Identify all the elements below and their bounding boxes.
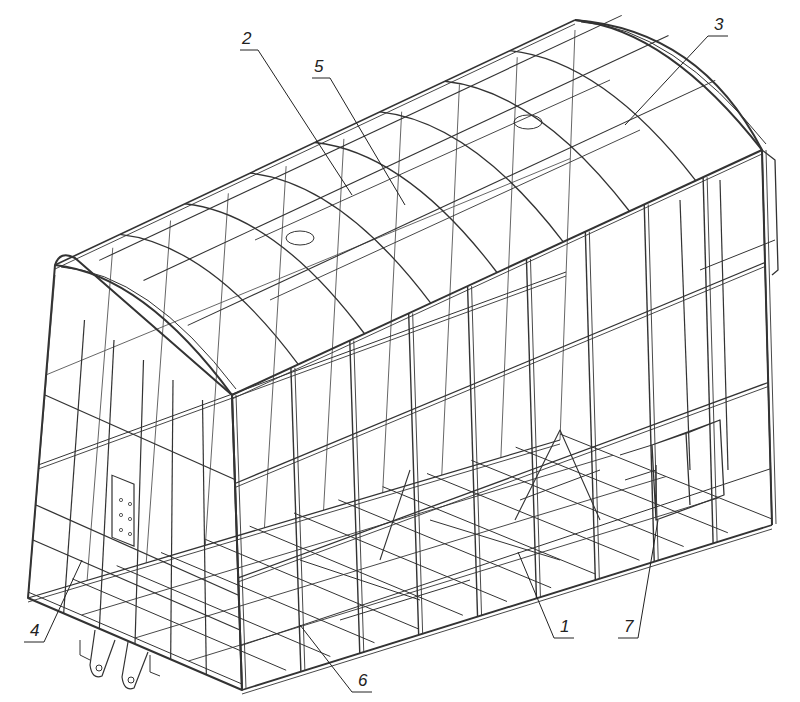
step-box xyxy=(652,420,724,520)
frame-member xyxy=(242,529,772,694)
leader-line xyxy=(352,692,372,693)
bolt-hole xyxy=(128,517,131,520)
leader-line xyxy=(708,36,728,37)
bolt-hole xyxy=(119,528,122,531)
frame-member xyxy=(300,470,600,620)
frame-member xyxy=(146,221,170,563)
frame-member xyxy=(720,180,728,470)
frame-member xyxy=(510,51,696,181)
frame-member xyxy=(680,200,690,470)
leader-line xyxy=(44,560,82,642)
leader-line xyxy=(300,625,352,692)
bolt-hole xyxy=(119,498,122,501)
frame-member xyxy=(575,20,762,150)
leader-line xyxy=(24,642,44,643)
mounting-plate xyxy=(112,475,134,546)
leader-line xyxy=(625,36,708,125)
frame-member xyxy=(171,380,173,659)
frame-member xyxy=(135,360,144,644)
frame-member xyxy=(442,84,460,475)
frame-member xyxy=(238,387,768,582)
tow-bracket xyxy=(90,630,115,677)
leader-line xyxy=(258,50,352,195)
leader-line xyxy=(330,78,405,205)
frame-member xyxy=(762,150,778,275)
tow-eye xyxy=(96,665,102,671)
frame-member xyxy=(235,267,765,488)
leader-line xyxy=(240,50,258,51)
frame-member xyxy=(380,112,563,242)
frame-member xyxy=(39,276,566,469)
frame-member xyxy=(445,81,630,211)
callout-number: 2 xyxy=(240,30,253,48)
callout-number: 4 xyxy=(28,622,41,640)
bolt-hole xyxy=(128,502,131,505)
leader-line xyxy=(554,638,574,639)
frame-member xyxy=(64,320,85,613)
frame-member xyxy=(575,20,772,525)
frame-member xyxy=(203,400,207,675)
frame-member xyxy=(620,445,656,480)
frame-member xyxy=(188,80,716,325)
callout-number: 5 xyxy=(312,58,325,76)
frame-member xyxy=(46,159,570,375)
frame-member xyxy=(80,640,160,676)
frame-member xyxy=(55,20,575,265)
frame-member xyxy=(238,383,768,578)
leader-line xyxy=(618,638,638,639)
callout-number: 3 xyxy=(712,16,725,34)
leader-line xyxy=(638,520,658,638)
leader-line xyxy=(518,552,554,638)
frame-member xyxy=(135,477,666,639)
frame-member xyxy=(241,469,771,646)
frame-member xyxy=(28,255,242,690)
callout-number: 1 xyxy=(558,618,571,636)
frame-member xyxy=(39,272,566,465)
frame-member xyxy=(581,22,766,144)
frame-member xyxy=(87,248,113,581)
bolt-hole xyxy=(119,513,122,516)
frame-member xyxy=(380,430,600,560)
leader-line xyxy=(312,78,330,79)
frame-member xyxy=(242,525,772,690)
callout-number: 7 xyxy=(622,618,635,636)
frame-member xyxy=(235,263,765,484)
callout-number: 6 xyxy=(356,672,369,690)
roof-hatch xyxy=(286,231,314,245)
frame-member xyxy=(99,15,622,260)
frame-member xyxy=(255,80,640,300)
frame-member xyxy=(55,24,575,269)
tow-bracket xyxy=(122,642,148,689)
bolt-hole xyxy=(128,532,131,535)
frame-member xyxy=(383,112,402,493)
frame-member xyxy=(501,57,517,457)
tow-eye xyxy=(128,677,134,683)
frame-member xyxy=(560,30,575,440)
frame-member xyxy=(700,240,775,270)
frame-member xyxy=(61,267,236,389)
